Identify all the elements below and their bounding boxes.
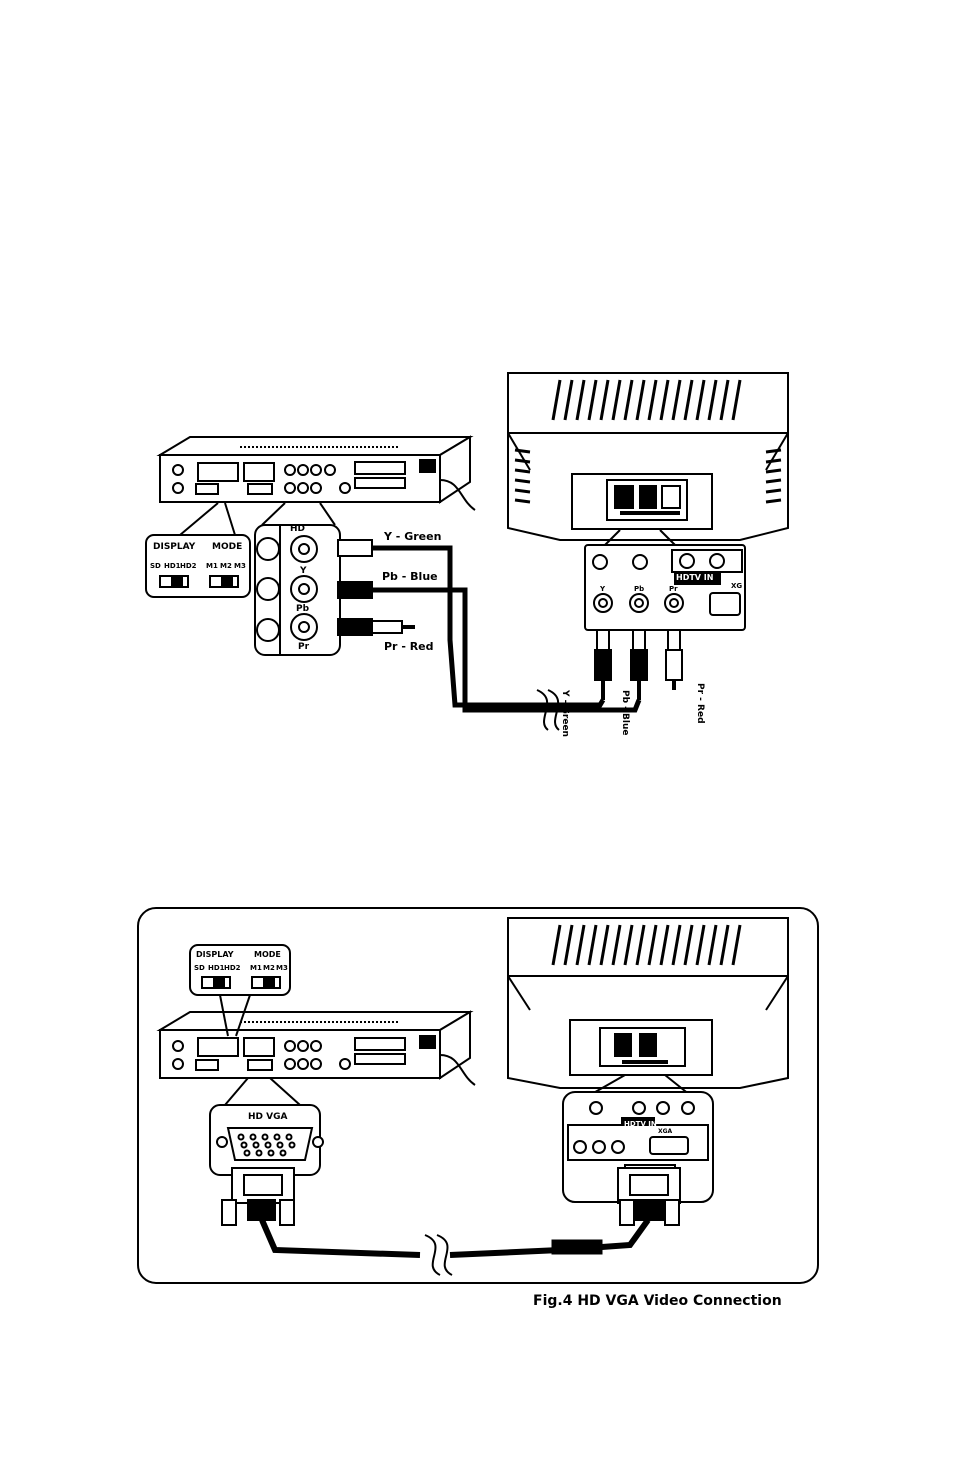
tv-port-pr-top: Pr [669, 585, 678, 593]
vga-port-box [210, 1078, 323, 1175]
cable-pr-red-label: Pr - Red [384, 640, 434, 653]
mode-label-top: MODE [212, 542, 242, 552]
cable-pb-blue-label: Pb - Blue [382, 570, 438, 583]
tv-cable-pr-label: Pr - Red [695, 683, 705, 724]
mode-opt-m1-bottom: M1 [250, 964, 262, 972]
receiver-top [160, 437, 475, 510]
port-y-label: Y [300, 566, 307, 576]
mode-opt-m3-bottom: M3 [276, 964, 288, 972]
mode-opt-m1-top: M1 [206, 562, 218, 570]
tv-xga-bottom: XGA [658, 1128, 672, 1135]
tv-rear-top [508, 373, 788, 540]
display-opt-hd2-bottom: HD2 [224, 964, 241, 972]
tv-port-pb-top: Pb [634, 585, 644, 593]
hd-vga-port-label: HD VGA [248, 1112, 287, 1122]
tv-hdtv-in-label-top: HDTV IN [676, 573, 713, 582]
display-label-bottom: DISPLAY [196, 950, 234, 959]
mode-opt-m3-top: M3 [234, 562, 246, 570]
mode-opt-m2-bottom: M2 [263, 964, 275, 972]
tv-vga-plug [618, 1168, 680, 1225]
display-opt-sd-bottom: SD [194, 964, 205, 972]
tv-rear-bottom [508, 918, 788, 1088]
display-opt-hd2-top: HD2 [180, 562, 197, 570]
cable-y-green-label: Y - Green [384, 530, 441, 543]
tv-xga-top: XG [731, 582, 742, 590]
mode-opt-m2-top: M2 [220, 562, 232, 570]
tv-cable-y-label: Y - Green [560, 690, 570, 737]
port-pr-label: Pr [298, 642, 309, 652]
mode-label-bottom: MODE [254, 950, 281, 959]
vga-cable [262, 1220, 648, 1275]
port-pb-label: Pb [296, 604, 309, 614]
display-opt-hd1-top: HD1 [164, 562, 181, 570]
display-opt-hd1-bottom: HD1 [208, 964, 225, 972]
tv-rca-plugs-top [595, 630, 682, 700]
tv-panel-top [585, 530, 745, 630]
tv-port-y-top: Y [600, 585, 605, 593]
tv-cable-pb-label: Pb - Blue [620, 690, 630, 736]
port-hd-label: HD [290, 524, 305, 534]
display-label-top: DISPLAY [153, 542, 195, 552]
figure-caption: Fig.4 HD VGA Video Connection [533, 1293, 782, 1309]
display-opt-sd-top: SD [150, 562, 161, 570]
rx-vga-plug [222, 1168, 294, 1225]
tv-hdtv-in-label-bottom: HDTV IN [624, 1120, 657, 1128]
receiver-bottom [160, 1012, 475, 1085]
